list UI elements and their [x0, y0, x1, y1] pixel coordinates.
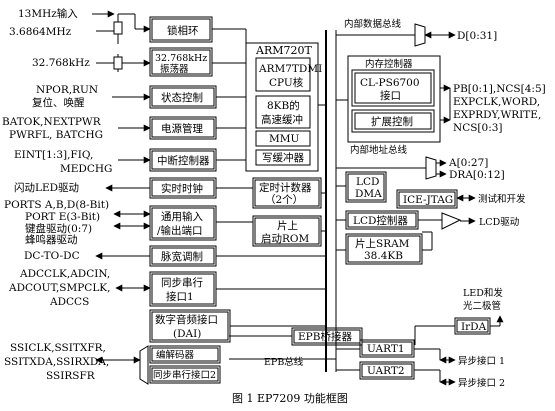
mux-icon [139, 345, 149, 385]
lcd-dma-label-1: LCD [356, 176, 379, 188]
async-1-label: 异步接口 1 [458, 355, 505, 367]
codec-label: 编解码器 [156, 349, 195, 361]
address-bus-label: 内部地址总线 [350, 144, 408, 156]
eint-label: EINT[1:3],FIQ, [14, 149, 93, 161]
lcd-controller-label: LCD控制器 [353, 214, 408, 227]
dai-label-1: 数字音频接口 [155, 313, 218, 326]
adc-label-3: ADCCS [49, 296, 89, 308]
epb-bridge-label: EPB桥接器 [298, 330, 352, 343]
power-mgmt-label: 电源管理 [161, 122, 203, 135]
cache-label-2: 高速缓冲 [261, 113, 303, 126]
batok-label: BATOK,NEXTPWR [2, 116, 102, 128]
keyboard-drive-label: 键盘驱动(0:7) [25, 222, 92, 235]
memctl-label: 内存控制器 [365, 58, 413, 70]
crystal-icon [113, 54, 123, 72]
write-buffer-block [255, 149, 311, 166]
mmu-label: MMU [269, 133, 300, 145]
cache-label-1: 8KB的 [267, 99, 300, 112]
pll-label: 锁相环 [167, 24, 199, 37]
cl-ps6700-iface-label: 接口 [380, 89, 401, 102]
expansion-control-block [351, 109, 435, 133]
sram-block [345, 233, 423, 265]
uart1-label: UART1 [367, 343, 405, 355]
dra-label: DRA[0:12] [449, 169, 505, 181]
osc-label-1: 32.768kHz [155, 53, 207, 64]
pb-label-4: NCS[0:3] [453, 122, 503, 134]
rom-label-1: 片上 [277, 219, 298, 232]
lcd-drive-label: LCD驱动 [479, 217, 519, 228]
data-bus-label: 内部数据总线 [344, 18, 402, 30]
codec-block [149, 345, 221, 364]
crystal-icon [113, 14, 123, 44]
ports-abd-label: PORTS A,B,D(8-Bit) [4, 199, 109, 211]
arm720t-label: ARM720T [255, 44, 312, 57]
figure-caption: 图 1 EP7209 功能框图 [232, 391, 348, 405]
ssi-label-2: SSITXDA,SSIRXDA, [4, 356, 109, 368]
rtc-label: 实时时钟 [161, 182, 203, 195]
sram-label-2: 38.4KB [364, 250, 403, 262]
async-2-label: 异步接口 2 [458, 377, 505, 389]
ssi-label-3: SSIRSFR [46, 370, 96, 382]
pb-label-2: EXPCLK,WORD, [453, 96, 540, 108]
intc-label: 中断控制器 [157, 154, 210, 167]
pwrfl-label: PWRFL, BATCHG [9, 129, 103, 141]
cl-ps6700-label: CL-PS6700 [360, 77, 420, 89]
write-buffer-label: 写缓冲器 [262, 151, 304, 164]
ice-jtag-label: ICE-JTAG [403, 194, 453, 206]
sync-serial-2-block [149, 365, 221, 384]
mmu-block [255, 130, 311, 147]
ir-led-label-2: 光二极管 [463, 300, 501, 312]
irda-label: IrDA [461, 321, 487, 333]
lcd-dma-label-2: DMA [355, 188, 382, 200]
clk-13mhz-label: 13MHz输入 [18, 7, 78, 20]
port-e-label: PORT E(3-Bit) [25, 211, 100, 223]
timer-label-2: （2个） [265, 194, 303, 206]
buzzer-drive-label: 蜂鸣器驱动 [25, 233, 78, 246]
ssi2-label: 同步串行接口2 [153, 369, 216, 381]
cache-block [255, 95, 311, 129]
dai-label-2: (DAI) [173, 328, 201, 340]
data-bus-mux-icon [414, 23, 426, 47]
arm7tdmi-block [255, 57, 311, 92]
npor-label: NPOR,RUN [36, 84, 98, 96]
epb-bus-label: EPB总线 [264, 356, 304, 368]
address-bus-mux-icon [425, 156, 437, 180]
gpio-label-1: 通用输入 [161, 210, 203, 223]
sram-label-1: 片上SRAM [355, 237, 410, 250]
ssi1-label-1: 同步串行 [161, 276, 203, 289]
ir-led-label-1: LED和发 [463, 287, 503, 299]
osc-label-2: 振荡器 [160, 63, 189, 75]
led-drive-label: 闪动LED驱动 [14, 181, 79, 194]
ssi-label-1: SSICLK,SSITXFR, [10, 342, 106, 354]
arm7tdmi-label: ARM7TDMI [258, 63, 322, 75]
pwm-label: 脉宽调制 [161, 250, 203, 263]
d0-31-label: D[0:31] [457, 30, 497, 42]
a0-27-label: A[0:27] [448, 157, 488, 169]
gpio-label-2: /输出端口 [157, 224, 203, 237]
uart2-label: UART2 [367, 365, 405, 377]
arm720t-block [245, 42, 319, 172]
rom-label-2: 启动ROM [261, 232, 310, 245]
test-dev-label: 测试和开发 [478, 193, 526, 205]
pb-label-3: EXPRDY,WRITE, [453, 109, 541, 121]
adc-label-1: ADCCLK,ADCIN, [19, 268, 110, 280]
clk-3mhz-label: 3.6864MHz [9, 26, 72, 38]
cpu-core-label: CPU核 [269, 76, 304, 89]
timer-label-1: 定时计数器 [259, 181, 312, 194]
lcd-driver-buffer-icon [441, 212, 462, 230]
memory-controller-block [347, 55, 441, 143]
adc-label-2: ADCOUT,SMPCLK, [8, 282, 111, 294]
state-control-label: 状态控制 [161, 91, 203, 104]
lcd-dma-block [345, 171, 387, 203]
ssi1-label-2: 接口1 [166, 290, 194, 303]
dc-dc-label: DC-TO-DC [24, 250, 80, 262]
medchg-label: MEDCHG [60, 163, 112, 175]
reset-wake-label: 复位、唤醒 [32, 96, 85, 109]
exp-control-label: 扩展控制 [371, 115, 413, 128]
pb-label-1: PB[0:1],NCS[4:5] [453, 83, 546, 95]
cl-ps6700-block [351, 69, 435, 107]
clk-32khz-label: 32.768kHz [32, 57, 90, 69]
